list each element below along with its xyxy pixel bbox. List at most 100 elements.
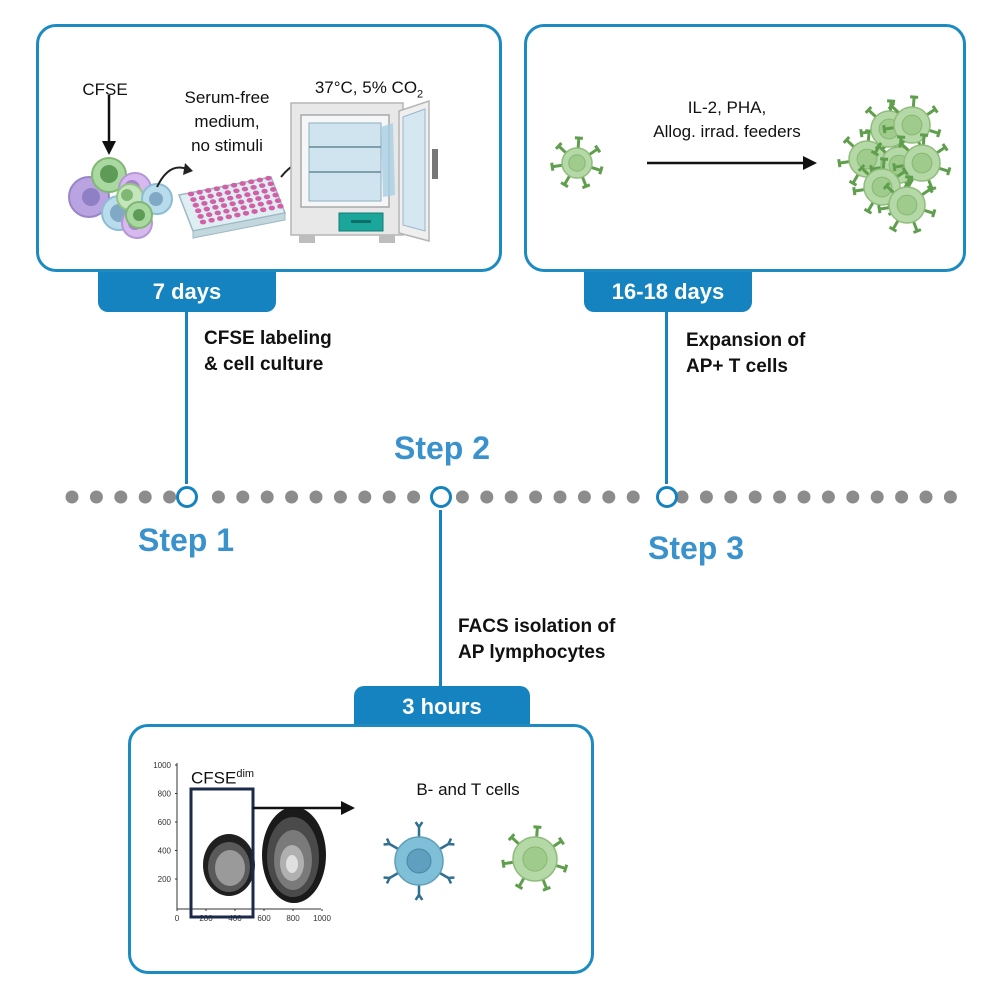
- step3-connector: [665, 308, 668, 484]
- well: [241, 186, 249, 192]
- timeline-dot: [797, 490, 811, 504]
- step1-caption-line1: CFSE labeling: [204, 328, 332, 349]
- x-tick-label: 0: [175, 914, 180, 923]
- medium-label-line3: no stimuli: [191, 136, 263, 155]
- timeline-dot: [285, 490, 299, 504]
- well: [216, 191, 223, 197]
- well: [252, 190, 260, 196]
- well: [205, 188, 212, 193]
- cfse-bright-population: [262, 807, 326, 903]
- cfse-dim-label: CFSEdim: [191, 763, 271, 790]
- t-cell-icon: [501, 825, 569, 892]
- timeline-dot: [821, 490, 835, 504]
- step2-caption-line2: AP lymphocytes: [458, 642, 606, 663]
- timeline-dot: [333, 490, 347, 504]
- timeline-dot: [602, 490, 616, 504]
- cfse-label: CFSE: [82, 80, 128, 99]
- well-plate-icon: [177, 175, 287, 239]
- timeline-dot: [138, 490, 152, 504]
- well: [199, 219, 207, 225]
- y-tick-label: 600: [158, 818, 172, 827]
- well: [244, 192, 251, 198]
- timeline-dot: [699, 490, 713, 504]
- well: [266, 200, 273, 205]
- timeline-dot: [626, 490, 640, 504]
- well: [208, 217, 215, 223]
- well: [234, 212, 241, 218]
- cfse-gate-text: CFSE: [191, 768, 237, 788]
- expansion-reagents-line1: IL-2, PHA,: [687, 98, 767, 117]
- well: [249, 203, 256, 209]
- well: [207, 193, 214, 199]
- cfse-dim-population: [203, 834, 255, 896]
- well: [223, 208, 230, 214]
- well: [255, 196, 262, 201]
- well: [239, 181, 246, 186]
- well: [213, 186, 220, 192]
- timeline-dot: [382, 490, 396, 504]
- step3-caption-line1: Expansion of: [686, 330, 806, 351]
- lymphocyte-cluster-icon: [68, 157, 173, 239]
- timeline-dot: [943, 490, 957, 504]
- well: [251, 209, 258, 214]
- well: [224, 190, 231, 196]
- well: [260, 207, 267, 213]
- x-tick-label: 1000: [313, 914, 331, 923]
- timeline-dot: [455, 490, 469, 504]
- well: [218, 197, 225, 203]
- timeline-dot: [724, 490, 738, 504]
- well: [190, 197, 197, 203]
- y-tick-label: 200: [158, 875, 172, 884]
- well: [235, 194, 242, 199]
- dim-superscript: dim: [236, 768, 255, 780]
- y-tick-label: 400: [158, 847, 172, 856]
- timeline-dot: [65, 490, 79, 504]
- timeline-dot: [89, 490, 103, 504]
- well: [277, 203, 284, 209]
- well: [206, 212, 213, 218]
- timeline-dot: [675, 490, 689, 504]
- well: [197, 214, 204, 219]
- well: [267, 181, 274, 187]
- timeline-dot: [163, 490, 177, 504]
- step2-caption-line1: FACS isolation of: [458, 616, 616, 637]
- step3-panel: IL-2, PHA, Allog. irrad. feeders: [524, 24, 966, 272]
- expanded-t-cells-icon: [837, 95, 952, 234]
- y-tick-label: 1000: [153, 761, 171, 770]
- well: [263, 194, 271, 200]
- step2-connector: [439, 510, 442, 688]
- step2-label: Step 2: [394, 430, 491, 466]
- well: [214, 210, 221, 216]
- step3-duration-tab: 16-18 days: [584, 272, 752, 312]
- step1-label: Step 1: [138, 522, 235, 558]
- t-cell-icon: [550, 136, 604, 190]
- incubator-icon: [290, 99, 438, 243]
- well: [238, 199, 245, 205]
- cells-label: B- and T cells: [416, 780, 520, 799]
- co2-subscript: 2: [417, 88, 424, 101]
- well: [229, 201, 236, 207]
- timeline-dot: [309, 490, 323, 504]
- step1-connector: [185, 308, 188, 484]
- well: [265, 175, 272, 181]
- step3-label: Step 3: [648, 530, 745, 566]
- well: [272, 192, 279, 198]
- cfse-dim-gate: [189, 787, 255, 919]
- timeline-dot: [260, 490, 274, 504]
- incubator-temp-text: 37°C, 5% CO: [314, 78, 418, 97]
- well: [248, 179, 255, 185]
- timeline-dot: [773, 490, 787, 504]
- timeline-dot: [553, 490, 567, 504]
- timeline-dot: [919, 490, 933, 504]
- well: [209, 199, 217, 205]
- step1-panel: CFSE Serum-free medium, no stimuli 37°C,…: [36, 24, 502, 272]
- step1-duration-tab: 7 days: [98, 272, 276, 312]
- well: [261, 188, 268, 194]
- well: [231, 207, 239, 212]
- x-tick-label: 600: [257, 914, 271, 923]
- step2-node: [430, 486, 452, 508]
- well: [227, 195, 234, 201]
- y-tick-label: 800: [158, 790, 172, 799]
